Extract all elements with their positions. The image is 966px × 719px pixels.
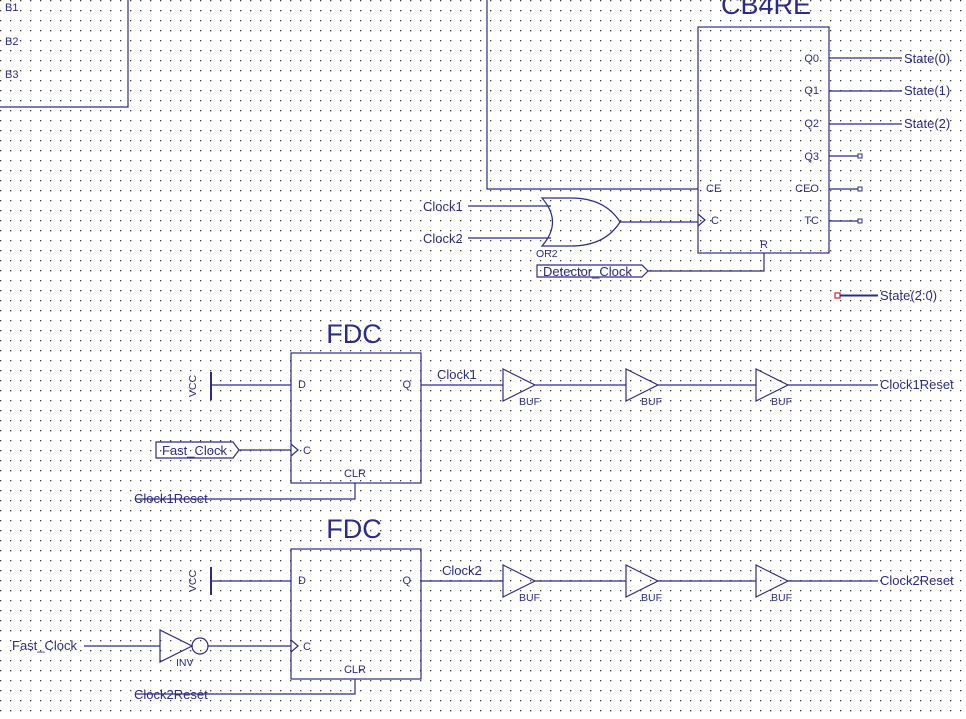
counter-pin-ceo: CEO (795, 183, 819, 195)
detector-clock-label: Detector_Clock (543, 264, 632, 279)
state-bus-label: State(2:0) (880, 288, 937, 303)
fdc1-clr-net: Clock1Reset (134, 491, 208, 506)
or2-gate[interactable]: Clock1 Clock2 OR2 (423, 197, 698, 260)
fdc2-pin-c: C (303, 641, 311, 653)
detector-clock-marker[interactable]: Detector_Clock (536, 253, 765, 279)
fdc1-buf-1[interactable]: BUF (502, 368, 540, 408)
net-state0: State(0) (904, 51, 950, 66)
fdc2-out-net: Clock2Reset (880, 573, 954, 588)
fdc2-pin-clr: CLR (344, 664, 366, 676)
left-block-pin: B2 (5, 36, 18, 48)
fdc2-inverter[interactable]: INV (159, 629, 209, 669)
counter-pin-r: R (760, 239, 768, 251)
or-input-clock1: Clock1 (423, 199, 463, 214)
buf-label: BUF (641, 396, 662, 408)
fdc1-pin-clr: CLR (344, 468, 366, 480)
fdc2-clr-wire (135, 679, 356, 695)
buf-label: BUF (519, 592, 540, 604)
net-state2: State(2) (904, 116, 950, 131)
fdc1-clr-wire (135, 483, 356, 500)
state-bus[interactable]: State(2:0) (834, 288, 937, 303)
fdc1-out-net: Clock1Reset (880, 377, 954, 392)
cb4re-counter[interactable]: CB4RE Q0 Q1 Q2 Q3 CEO TC CE C R State(0)… (697, 0, 950, 254)
buf-label: BUF (771, 396, 792, 408)
net-state1: State(1) (904, 83, 950, 98)
counter-pin-q3: Q3 (804, 151, 819, 163)
inverter-label: INV (176, 657, 194, 669)
fdc2-clock-input[interactable]: Fast_Clock (12, 638, 160, 653)
fdc2-buf-3[interactable]: BUF (755, 564, 792, 604)
fdc1-buf-2[interactable]: BUF (625, 368, 662, 408)
or-input-clock2: Clock2 (423, 231, 463, 246)
buf-label: BUF (641, 592, 662, 604)
counter-title: CB4RE (721, 0, 811, 20)
left-block[interactable]: B1 B2 B3 (0, 0, 129, 108)
buf-label: BUF (771, 592, 792, 604)
fdc2-vcc: VCC (187, 567, 291, 595)
ce-wire (486, 0, 698, 190)
fdc1-pin-q: Q (402, 379, 411, 391)
counter-pin-q0: Q0 (804, 53, 819, 65)
counter-pin-tc: TC (804, 215, 819, 227)
fdc2-clr-net: Clock2Reset (134, 687, 208, 702)
counter-pin-q2: Q2 (804, 118, 819, 130)
buf-label: BUF (519, 396, 540, 408)
fdc2-title: FDC (326, 514, 382, 544)
fdc1-pin-d: D (298, 379, 306, 391)
fdc1-vcc: VCC (187, 372, 291, 400)
fdc1-vcc-label: VCC (187, 374, 199, 397)
fdc1-title: FDC (326, 319, 382, 349)
fdc1-buf-3[interactable]: BUF (755, 368, 792, 408)
or-gate-type: OR2 (536, 248, 558, 260)
fdc2-flipflop[interactable]: FDC D Q C CLR (290, 514, 422, 680)
left-block-pin: B1 (5, 2, 18, 14)
counter-pin-c: C (711, 215, 719, 227)
fdc2-buf-2[interactable]: BUF (625, 564, 662, 604)
fdc1-clock-input[interactable]: Fast_Clock (155, 441, 291, 459)
fdc2-q-net: Clock2 (442, 563, 482, 578)
fdc1-q-net: Clock1 (437, 367, 477, 382)
left-block-pin: B3 (5, 69, 18, 81)
counter-pin-q1: Q1 (804, 85, 819, 97)
counter-pin-ce: CE (706, 183, 721, 195)
fdc1-flipflop[interactable]: FDC D Q C CLR (290, 319, 422, 484)
fdc2-pin-q: Q (402, 575, 411, 587)
fdc2-buf-1[interactable]: BUF (502, 564, 540, 604)
fdc2-vcc-label: VCC (187, 569, 199, 592)
fdc2-clock-label: Fast_Clock (12, 638, 78, 653)
fdc1-clock-label: Fast_Clock (162, 443, 228, 458)
fdc1-pin-c: C (303, 445, 311, 457)
fdc2-pin-d: D (298, 575, 306, 587)
